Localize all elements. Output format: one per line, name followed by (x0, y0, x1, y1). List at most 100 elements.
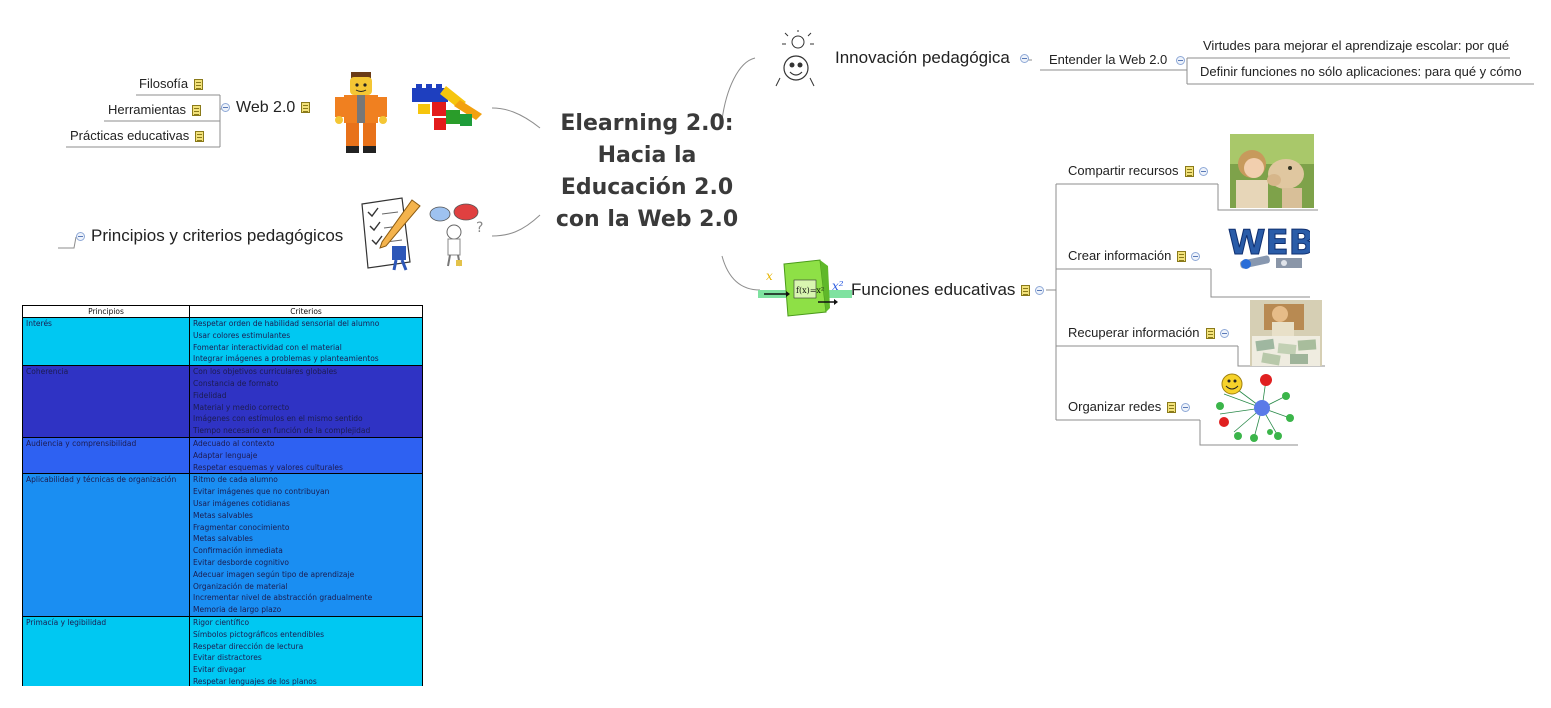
criterio-item: Fomentar interactividad con el material (193, 342, 342, 352)
table-header-row: Principios Criterios (22, 305, 423, 318)
topic-recuperar-informacion[interactable]: Recuperar información (1068, 325, 1229, 340)
topic-herramientas[interactable]: Herramientas (108, 102, 202, 117)
criterio-item: Imágenes con estímulos en el mismo senti… (193, 414, 363, 424)
topic-label: Crear información (1068, 248, 1172, 263)
principio-cell: Aplicabilidad y técnicas de organización (22, 473, 190, 617)
collapse-icon[interactable] (76, 232, 85, 242)
topic-innovacion-pedagogica[interactable]: Innovación pedagógica (835, 48, 1029, 68)
table-header-criterios: Criterios (189, 305, 423, 318)
principio-cell: Audiencia y comprensibilidad (22, 436, 190, 475)
principio-text: Aplicabilidad y técnicas de organización (26, 475, 177, 485)
topic-filosofia[interactable]: Filosofía (139, 76, 204, 91)
collapse-icon[interactable] (1035, 286, 1045, 296)
web-logo-image: WEB (1228, 223, 1310, 269)
topic-funciones-educativas[interactable]: Funciones educativas (851, 280, 1045, 300)
central-topic-line-3: Educación 2.0 (560, 175, 734, 200)
topic-label: Prácticas educativas (70, 128, 190, 143)
criterio-item: Rigor científico (193, 617, 250, 627)
principles-table-container: Principios Criterios Interés Respetar ord… (20, 303, 430, 686)
svg-text:x²: x² (832, 279, 844, 293)
topic-label: Definir funciones no sólo aplicaciones: … (1200, 64, 1522, 79)
topic-compartir-recursos[interactable]: Compartir recursos (1068, 163, 1208, 178)
criterio-item: Respetar dirección de lectura (193, 641, 304, 651)
note-icon[interactable] (301, 102, 311, 114)
central-topic-line-2: Hacia la (597, 143, 697, 168)
topic-practicas-educativas[interactable]: Prácticas educativas (70, 128, 205, 143)
topic-web20[interactable]: Web 2.0 (221, 99, 311, 117)
collapse-icon[interactable] (1181, 403, 1191, 413)
note-icon[interactable] (194, 79, 204, 91)
topic-label: Virtudes para mejorar el aprendizaje esc… (1203, 38, 1510, 53)
criterio-item: Organización de material (193, 581, 288, 591)
table-row: Aplicabilidad y técnicas de organización… (22, 473, 423, 617)
criterio-item: Material y medio correcto (193, 402, 290, 412)
central-topic-line-4: con la Web 2.0 (555, 207, 739, 232)
collapse-icon[interactable] (1176, 56, 1186, 66)
topic-label: Innovación pedagógica (835, 48, 1010, 67)
criterio-item: Respetar esquemas y valores culturales (193, 462, 343, 472)
topic-label: Funciones educativas (851, 280, 1016, 299)
topic-label: Web 2.0 (236, 99, 296, 116)
retrieving-information-image (1250, 300, 1322, 366)
criterio-item: Ritmo de cada alumno (193, 475, 278, 485)
note-icon[interactable] (1167, 402, 1177, 414)
note-icon[interactable] (192, 105, 202, 117)
note-icon[interactable] (1184, 166, 1194, 178)
criterio-item: Evitar divagar (193, 665, 246, 675)
topic-label: Organizar redes (1068, 399, 1162, 414)
girl-with-dog-photo (1230, 134, 1314, 208)
collapse-icon[interactable] (1019, 54, 1029, 64)
criterio-item: Tiempo necesario en función de la comple… (193, 426, 371, 436)
criterio-item: Evitar desborde cognitivo (193, 557, 289, 567)
topic-virtudes[interactable]: Virtudes para mejorar el aprendizaje esc… (1203, 38, 1509, 53)
topic-principios-criterios[interactable]: Principios y criterios pedagógicos (76, 226, 343, 246)
topic-label: Compartir recursos (1068, 163, 1179, 178)
checklist-pencil-image (361, 197, 421, 271)
svg-text:?: ? (476, 220, 483, 236)
topic-entender-web20[interactable]: Entender la Web 2.0 (1049, 52, 1186, 67)
table-header-principios: Principios (22, 305, 190, 318)
criterio-item: Metas salvables (193, 510, 253, 520)
topic-label: Recuperar información (1068, 325, 1200, 340)
principio-text: Primacía y legibilidad (26, 617, 107, 627)
principio-cell: Interés (22, 316, 190, 367)
criterio-item: Evitar imágenes que no contribuyan (193, 487, 330, 497)
principio-text: Interés (26, 319, 52, 328)
criterio-item: Metas salvables (193, 534, 253, 544)
topic-organizar-redes[interactable]: Organizar redes (1068, 399, 1191, 414)
table-body: Interés Respetar orden de habilidad senso… (22, 316, 423, 686)
criterio-item: Respetar orden de habilidad sensorial de… (193, 319, 380, 328)
central-topic[interactable]: Elearning 2.0: Hacia la Educación 2.0 co… (540, 108, 754, 236)
criterio-item: Usar colores estimulantes (193, 330, 291, 340)
criterio-item: Incrementar nivel de abstracción gradual… (193, 593, 373, 603)
collapse-icon[interactable] (1191, 252, 1201, 262)
lightbulb-idea-image (775, 30, 815, 87)
central-topic-line-1: Elearning 2.0: (560, 111, 734, 136)
criterio-item: Integrar imágenes a problemas y planteam… (193, 354, 379, 364)
collapse-icon[interactable] (1198, 167, 1208, 177)
note-icon[interactable] (1021, 285, 1031, 297)
principio-text: Coherencia (26, 367, 69, 377)
note-icon[interactable] (1177, 251, 1187, 263)
criterio-item: Adaptar lenguaje (193, 450, 258, 460)
criterio-item: Con los objetivos curriculares globales (193, 367, 338, 377)
criterio-item: Adecuar imagen según tipo de aprendizaje (193, 569, 355, 579)
svg-text:f(x)=x²: f(x)=x² (796, 286, 824, 295)
collapse-icon[interactable] (221, 103, 230, 113)
table-row: Coherencia Con los objetivos curriculares… (22, 365, 423, 438)
thinking-person-image: ? (429, 203, 483, 267)
note-icon[interactable] (1205, 328, 1215, 340)
criterio-item: Adecuado al contexto (193, 438, 275, 448)
note-icon[interactable] (195, 131, 205, 143)
topic-definir-funciones[interactable]: Definir funciones no sólo aplicaciones: … (1200, 64, 1522, 79)
criterio-item: Memoria de largo plazo (193, 605, 282, 615)
topic-crear-informacion[interactable]: Crear información (1068, 248, 1201, 263)
collapse-icon[interactable] (1219, 329, 1229, 339)
criterio-item: Confirmación inmediata (193, 546, 283, 556)
function-box-image: f(x)=x² x x² (758, 259, 852, 317)
criterio-item: Símbolos pictográficos entendibles (193, 629, 325, 639)
